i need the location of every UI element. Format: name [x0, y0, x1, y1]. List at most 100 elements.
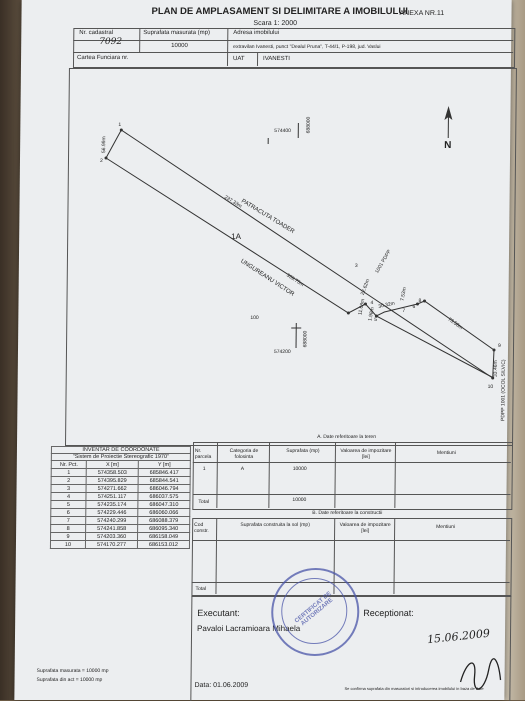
- table-cell: 574203.360: [86, 533, 138, 541]
- table-cell: 686158.049: [138, 533, 190, 541]
- table-cell: 3: [51, 485, 86, 493]
- point-10-label: 10: [488, 384, 494, 390]
- point-8-label: 8: [418, 298, 421, 304]
- inventory-section: INVENTAR DE COORDONATE "Sistem de Proiec…: [50, 446, 191, 549]
- constructii-header-suprafata: Suprafata construita la sol (mp): [220, 522, 330, 528]
- table-cell: 686047.310: [138, 501, 190, 509]
- parcel-boundary: [376, 316, 495, 378]
- annex-label: ANEXA NR.11: [399, 10, 444, 17]
- table-cell: 8: [51, 525, 86, 533]
- table-header-row: Nr. Pct. X [m] Y [m]: [51, 461, 190, 469]
- divider: [192, 494, 510, 495]
- teren-total-value: 10000: [292, 497, 306, 503]
- parcel-outline: [104, 130, 497, 378]
- document-title: PLAN DE AMPLASAMENT SI DELIMITARE A IMOB…: [151, 6, 407, 17]
- table-cell: 685846.417: [138, 469, 190, 477]
- teren-total-label: Total: [198, 499, 209, 505]
- teren-header-mentiuni: Mentiuni: [437, 450, 456, 456]
- sup-act: Suprafata din act = 10000 mp: [37, 677, 103, 683]
- point-2-label: 2: [100, 158, 103, 164]
- table-cell: 574170.277: [86, 541, 138, 549]
- receptionat-label: Receptionat:: [363, 608, 414, 618]
- teren-cell-categoria: A: [241, 466, 244, 472]
- table-cell: 686060.066: [138, 509, 190, 517]
- inventory-title: INVENTAR DE COORDONATE: [51, 446, 191, 453]
- point-5-label: 5: [374, 317, 377, 323]
- teren-title: A. Date referitoare la teren: [317, 434, 376, 440]
- table-cell: 574251.117: [86, 493, 138, 501]
- nr-cadastral-label: Nr. cadastral: [79, 30, 113, 36]
- table-cell: 686088.379: [138, 517, 190, 525]
- signature: [454, 652, 504, 696]
- divider: [192, 582, 510, 583]
- parcel-label: 1A: [231, 232, 241, 241]
- table-cell: 574235.174: [86, 501, 138, 509]
- point-1-label: 1: [118, 122, 121, 128]
- table-cell: 9: [51, 533, 86, 541]
- table-cell: 7: [51, 517, 86, 525]
- divider: [192, 540, 510, 541]
- table-cell: 4: [51, 493, 86, 501]
- constructii-header-cod: Cod constr.: [194, 522, 216, 534]
- north-label: N: [444, 140, 451, 151]
- inventory-subtitle: "Sistem de Proiectie Stereografic 1970": [51, 453, 191, 460]
- teren-header-categoria: Categoria de folosinta: [221, 448, 267, 460]
- suprafata-label: Suprafata masurata (mp): [143, 30, 210, 36]
- teren-header-suprafata: Suprafata (mp): [273, 448, 333, 454]
- constructii-header-mentiuni: Mentiuni: [436, 524, 455, 530]
- table-cell: 686153.012: [137, 541, 189, 549]
- table-cell: 1: [51, 469, 86, 477]
- document-page: PLAN DE AMPLASAMENT SI DELIMITARE A IMOB…: [14, 0, 511, 700]
- dist-left: 56.99m: [101, 136, 107, 153]
- scale-label: Scara 1: 2000: [253, 20, 297, 27]
- grid-bottom-y-label: 688000: [302, 331, 308, 348]
- neighbor-far-right-label: PDPP 1001 (OCOL SILVIC): [500, 359, 507, 421]
- adresa-value: extravilan Ivanesti, punct "Dealul Pruna…: [233, 44, 380, 50]
- table-cell: 686095.340: [138, 525, 190, 533]
- table-cell: 574241.858: [86, 525, 138, 533]
- teren-cell-parcela: 1: [203, 466, 206, 472]
- divider: [227, 52, 228, 66]
- teren-cell-suprafata: 10000: [293, 466, 307, 472]
- adresa-label: Adresa imobilului: [233, 30, 279, 36]
- executant-label: Executant:: [197, 608, 240, 618]
- table-cell: 574240.299: [86, 517, 138, 525]
- dist-9-10: 33.46m: [493, 360, 499, 377]
- divider: [257, 52, 258, 66]
- table-cell: 574229.446: [86, 509, 138, 517]
- point-3-label: 3: [355, 263, 358, 269]
- constructii-header-valoare: Valoarea de impozitare [lei]: [338, 522, 392, 534]
- table-cell: 2: [51, 477, 86, 485]
- north-arrow-icon: [444, 106, 452, 138]
- table-cell: 686046.794: [138, 485, 190, 493]
- footer-date: Data: 01.06.2009: [194, 682, 248, 689]
- parcel-map: [65, 68, 515, 444]
- suprafata-value: 10000: [171, 43, 188, 49]
- point-6-label: 6: [412, 304, 415, 310]
- table-cell: 574271.662: [86, 485, 138, 493]
- uat-value: IVANESTI: [263, 56, 290, 62]
- nr-cadastral-value: 7092: [99, 37, 122, 47]
- col-header: X [m]: [86, 461, 138, 469]
- grid-bottom-label: 574200: [274, 349, 291, 355]
- col-header: Nr. Pct.: [51, 461, 86, 469]
- constructii-total-label: Total: [195, 586, 206, 592]
- point-7-label: 7: [402, 308, 405, 314]
- point-9-label: 9: [498, 343, 501, 349]
- grid-top-y-label: 688000: [306, 117, 312, 134]
- table-cell: 686037.575: [138, 493, 190, 501]
- divider: [193, 462, 511, 463]
- table-cell: 6: [51, 509, 86, 517]
- table-cell: 5: [51, 501, 86, 509]
- cartea-label: Cartea Funciara nr.: [77, 55, 128, 61]
- col-header: Y [m]: [138, 461, 190, 469]
- table-cell: 10: [50, 541, 85, 549]
- teren-header-valoare: Valoarea de impozitare [lei]: [339, 448, 393, 460]
- uat-label: UAT: [233, 56, 245, 62]
- constructii-title: B. Date referitoare la constructii: [312, 510, 382, 516]
